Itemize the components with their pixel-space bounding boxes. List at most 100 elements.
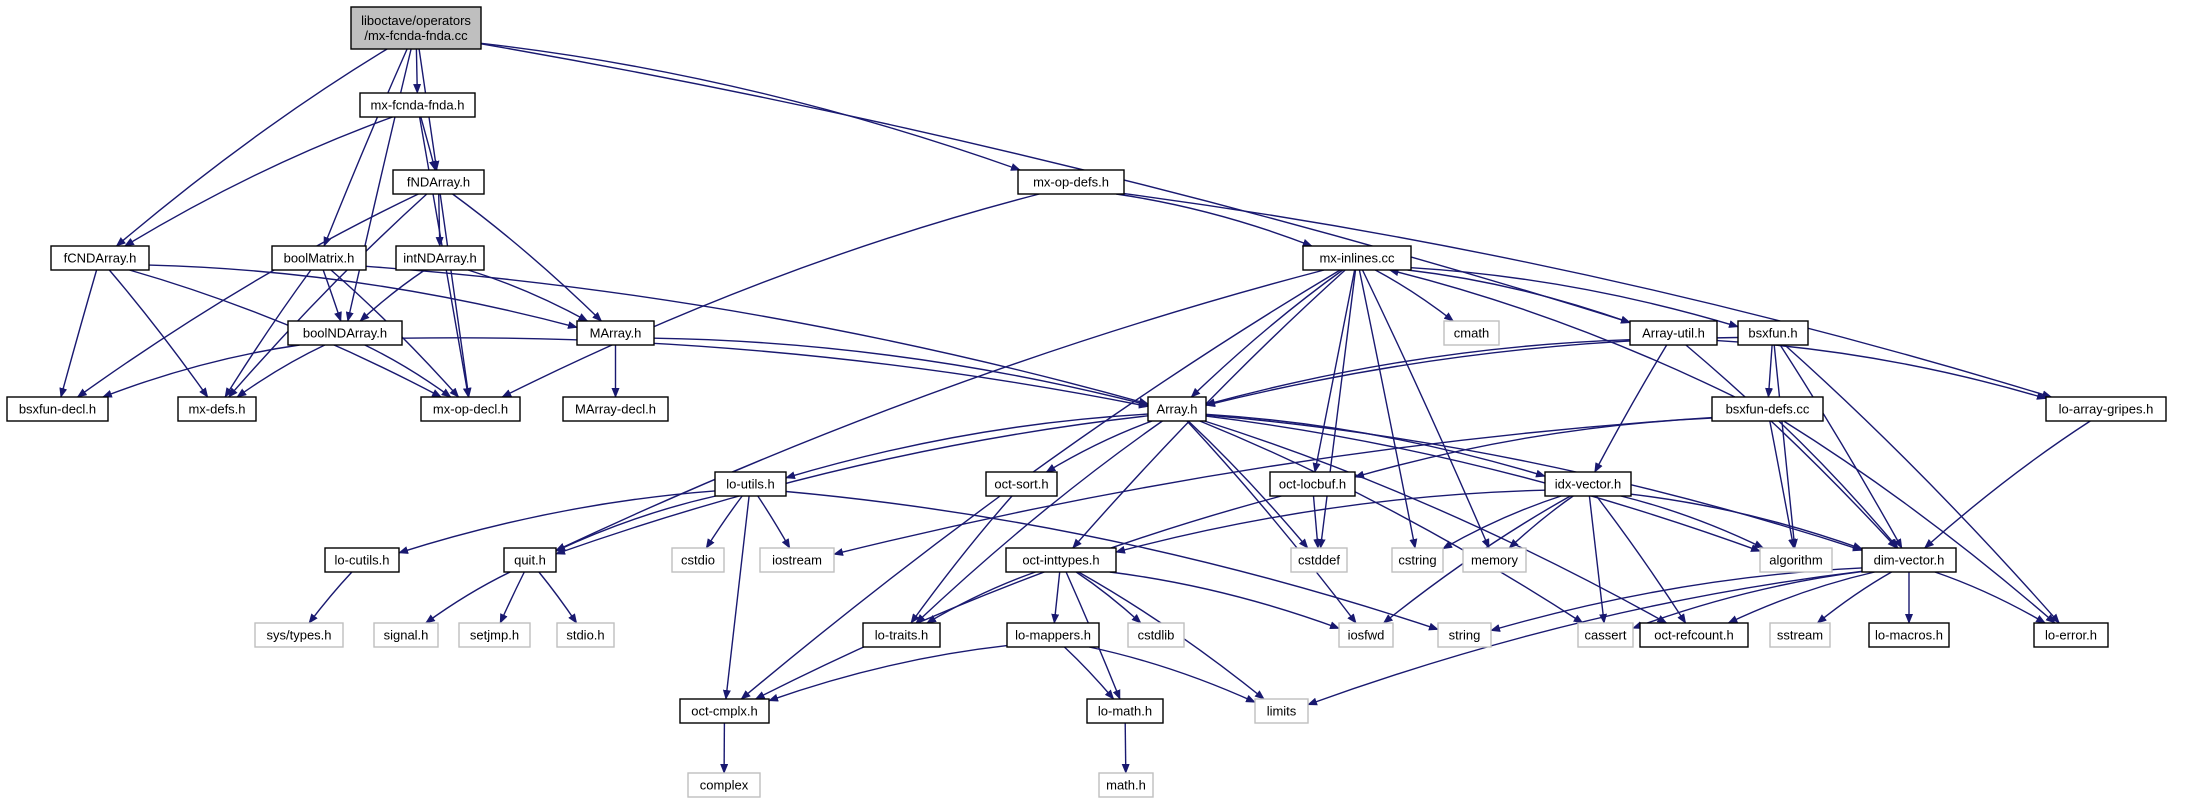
node-label: lo-error.h [2045,628,2097,643]
node-box [420,396,521,422]
node-bsxfun-h[interactable]: bsxfun.h [1737,320,1809,346]
node-lo-cutils-h[interactable]: lo-cutils.h [324,547,400,573]
node-limits: limits [1254,698,1309,724]
node-label: cstdlib [1138,628,1175,643]
edge-mx_inlines_cc-to-oct_inttypes_h [1072,269,1346,549]
edge-root-to-fCNDArray_h [115,48,388,247]
edge-boolNDArray_h-to-mx_op_decl_h [364,344,452,398]
edge-mx_inlines_cc-to-Array_util_h [1407,269,1631,324]
node-mx-inlines-cc[interactable]: mx-inlines.cc [1302,245,1412,271]
node-boolMatrix-h[interactable]: boolMatrix.h [271,245,367,271]
node-box [562,396,669,422]
node-mx-op-decl-h[interactable]: mx-op-decl.h [420,396,521,422]
node-label: lo-macros.h [1875,628,1943,643]
node-root[interactable]: liboctave/operators/mx-fcnda-fnda.cc [350,6,482,50]
edge-bsxfun_h-to-lo_error_h [1784,344,2060,624]
edge-Array_h-to-lo_utils_h [785,413,1149,480]
edge-fNDArray_h-to-intNDArray_h [435,193,444,247]
edge-Array_util_h-to-lo_array_gripes_h [1716,339,2047,400]
edge-idx_vector_h-to-oct_inttypes_h [1115,489,1546,554]
node-lo-array-gripes-h[interactable]: lo-array-gripes.h [2045,396,2167,422]
edge-bsxfun_defs_cc-to-dim_vector_h [1778,420,1899,549]
node-label: sys/types.h [266,628,331,643]
edge-fNDArray_h-to-mx_op_decl_h [439,193,472,398]
node-lo-mappers-h[interactable]: lo-mappers.h [1006,622,1100,648]
node-label: signal.h [384,628,429,643]
node-mx-defs-h[interactable]: mx-defs.h [177,396,257,422]
node-MArray-h[interactable]: MArray.h [576,320,655,346]
edge-mx_op_defs_h-to-lo_array_gripes_h [1123,192,2053,399]
node-intNDArray-h[interactable]: intNDArray.h [395,245,485,271]
edge-boolNDArray_h-to-Array_h [401,337,1149,409]
node-oct-refcount-h[interactable]: oct-refcount.h [1639,622,1749,648]
node-mx-op-defs-h[interactable]: mx-op-defs.h [1017,169,1125,195]
node-MArray-decl-h[interactable]: MArray-decl.h [562,396,669,422]
node-box [1269,471,1356,497]
edge-mx_inlines_cc-to-quit_h [555,269,1325,552]
node-oct-cmplx-h[interactable]: oct-cmplx.h [679,698,770,724]
edge-mx_inlines_cc-to-memory [1361,269,1490,549]
node-oct-locbuf-h[interactable]: oct-locbuf.h [1269,471,1356,497]
node-box [1086,698,1164,724]
edge-bsxfun_defs_cc-to-oct_locbuf_h [1354,417,1713,479]
node-cmath: cmath [1443,320,1500,346]
edges-layer [59,42,2091,774]
node-lo-math-h[interactable]: lo-math.h [1086,698,1164,724]
node-box [271,245,367,271]
edge-boolNDArray_h-to-bsxfun_decl_h [101,344,300,398]
edge-dim_vector_h-to-oct_refcount_h [1727,571,1875,624]
node-lo-macros-h[interactable]: lo-macros.h [1868,622,1950,648]
edge-Array_h-to-iosfwd [1186,420,1357,624]
edge-mx_inlines_cc-to-bsxfun_h [1410,267,1739,328]
node-box [985,471,1058,497]
edge-dim_vector_h-to-limits [1307,570,1863,706]
node-lo-error-h[interactable]: lo-error.h [2033,622,2109,648]
node-bsxfun-defs-cc[interactable]: bsxfun-defs.cc [1711,396,1824,422]
node-lo-traits-h[interactable]: lo-traits.h [862,622,941,648]
edge-idx_vector_h-to-memory [1508,495,1574,549]
node-bsxfun-decl-h[interactable]: bsxfun-decl.h [6,396,109,422]
node-box [50,245,150,271]
node-oct-inttypes-h[interactable]: oct-inttypes.h [1005,547,1117,573]
node-label: mx-op-defs.h [1033,175,1109,190]
node-box [6,396,109,422]
node-box [373,622,439,648]
node-label: cmath [1454,326,1489,341]
edge-idx_vector_h-to-dim_vector_h [1630,493,1863,550]
edge-mx_inlines_cc-to-oct_cmplx_h [740,269,1341,700]
node-box [576,320,655,346]
node-box [1098,772,1154,798]
node-fCNDArray-h[interactable]: fCNDArray.h [50,245,150,271]
node-label: dim-vector.h [1874,553,1945,568]
node-boolNDArray-h[interactable]: boolNDArray.h [287,320,403,346]
edge-Array_h-to-cassert [1199,420,1584,624]
node-oct-sort-h[interactable]: oct-sort.h [985,471,1058,497]
node-Array-h[interactable]: Array.h [1147,396,1207,422]
edge-root-to-boolNDArray_h [345,48,412,322]
node-label: iostream [772,553,822,568]
edge-lo_mappers_h-to-limits [1088,646,1256,703]
edge-lo_cutils_h-to-sys_types_h [308,571,353,624]
node-box [1017,169,1125,195]
node-lo-utils-h[interactable]: lo-utils.h [714,471,787,497]
node-label: quit.h [514,553,546,568]
node-box [687,772,761,798]
node-label: fCNDArray.h [64,251,137,266]
edge-mx_inlines_cc-to-cstddef [1317,269,1357,549]
node-dim-vector-h[interactable]: dim-vector.h [1861,547,1957,573]
edge-lo_mappers_h-to-oct_cmplx_h [768,644,1008,702]
node-box [1737,320,1809,346]
node-Array-util-h[interactable]: Array-util.h [1629,320,1718,346]
node-cstddef: cstddef [1290,547,1348,573]
node-box [458,622,531,648]
node-mx-fcnda-fnda-h[interactable]: mx-fcnda-fnda.h [359,92,476,118]
node-box [679,698,770,724]
node-label: sstream [1777,628,1823,643]
node-fNDArray-h[interactable]: fNDArray.h [392,169,485,195]
node-box [1769,622,1831,648]
edge-bsxfun_defs_cc-to-mx_inlines_cc [1388,268,1736,398]
edge-intNDArray_h-to-MArray_h [467,269,589,322]
node-cstring: cstring [1391,547,1444,573]
node-idx-vector-h[interactable]: idx-vector.h [1544,471,1632,497]
node-quit-h[interactable]: quit.h [503,547,557,573]
